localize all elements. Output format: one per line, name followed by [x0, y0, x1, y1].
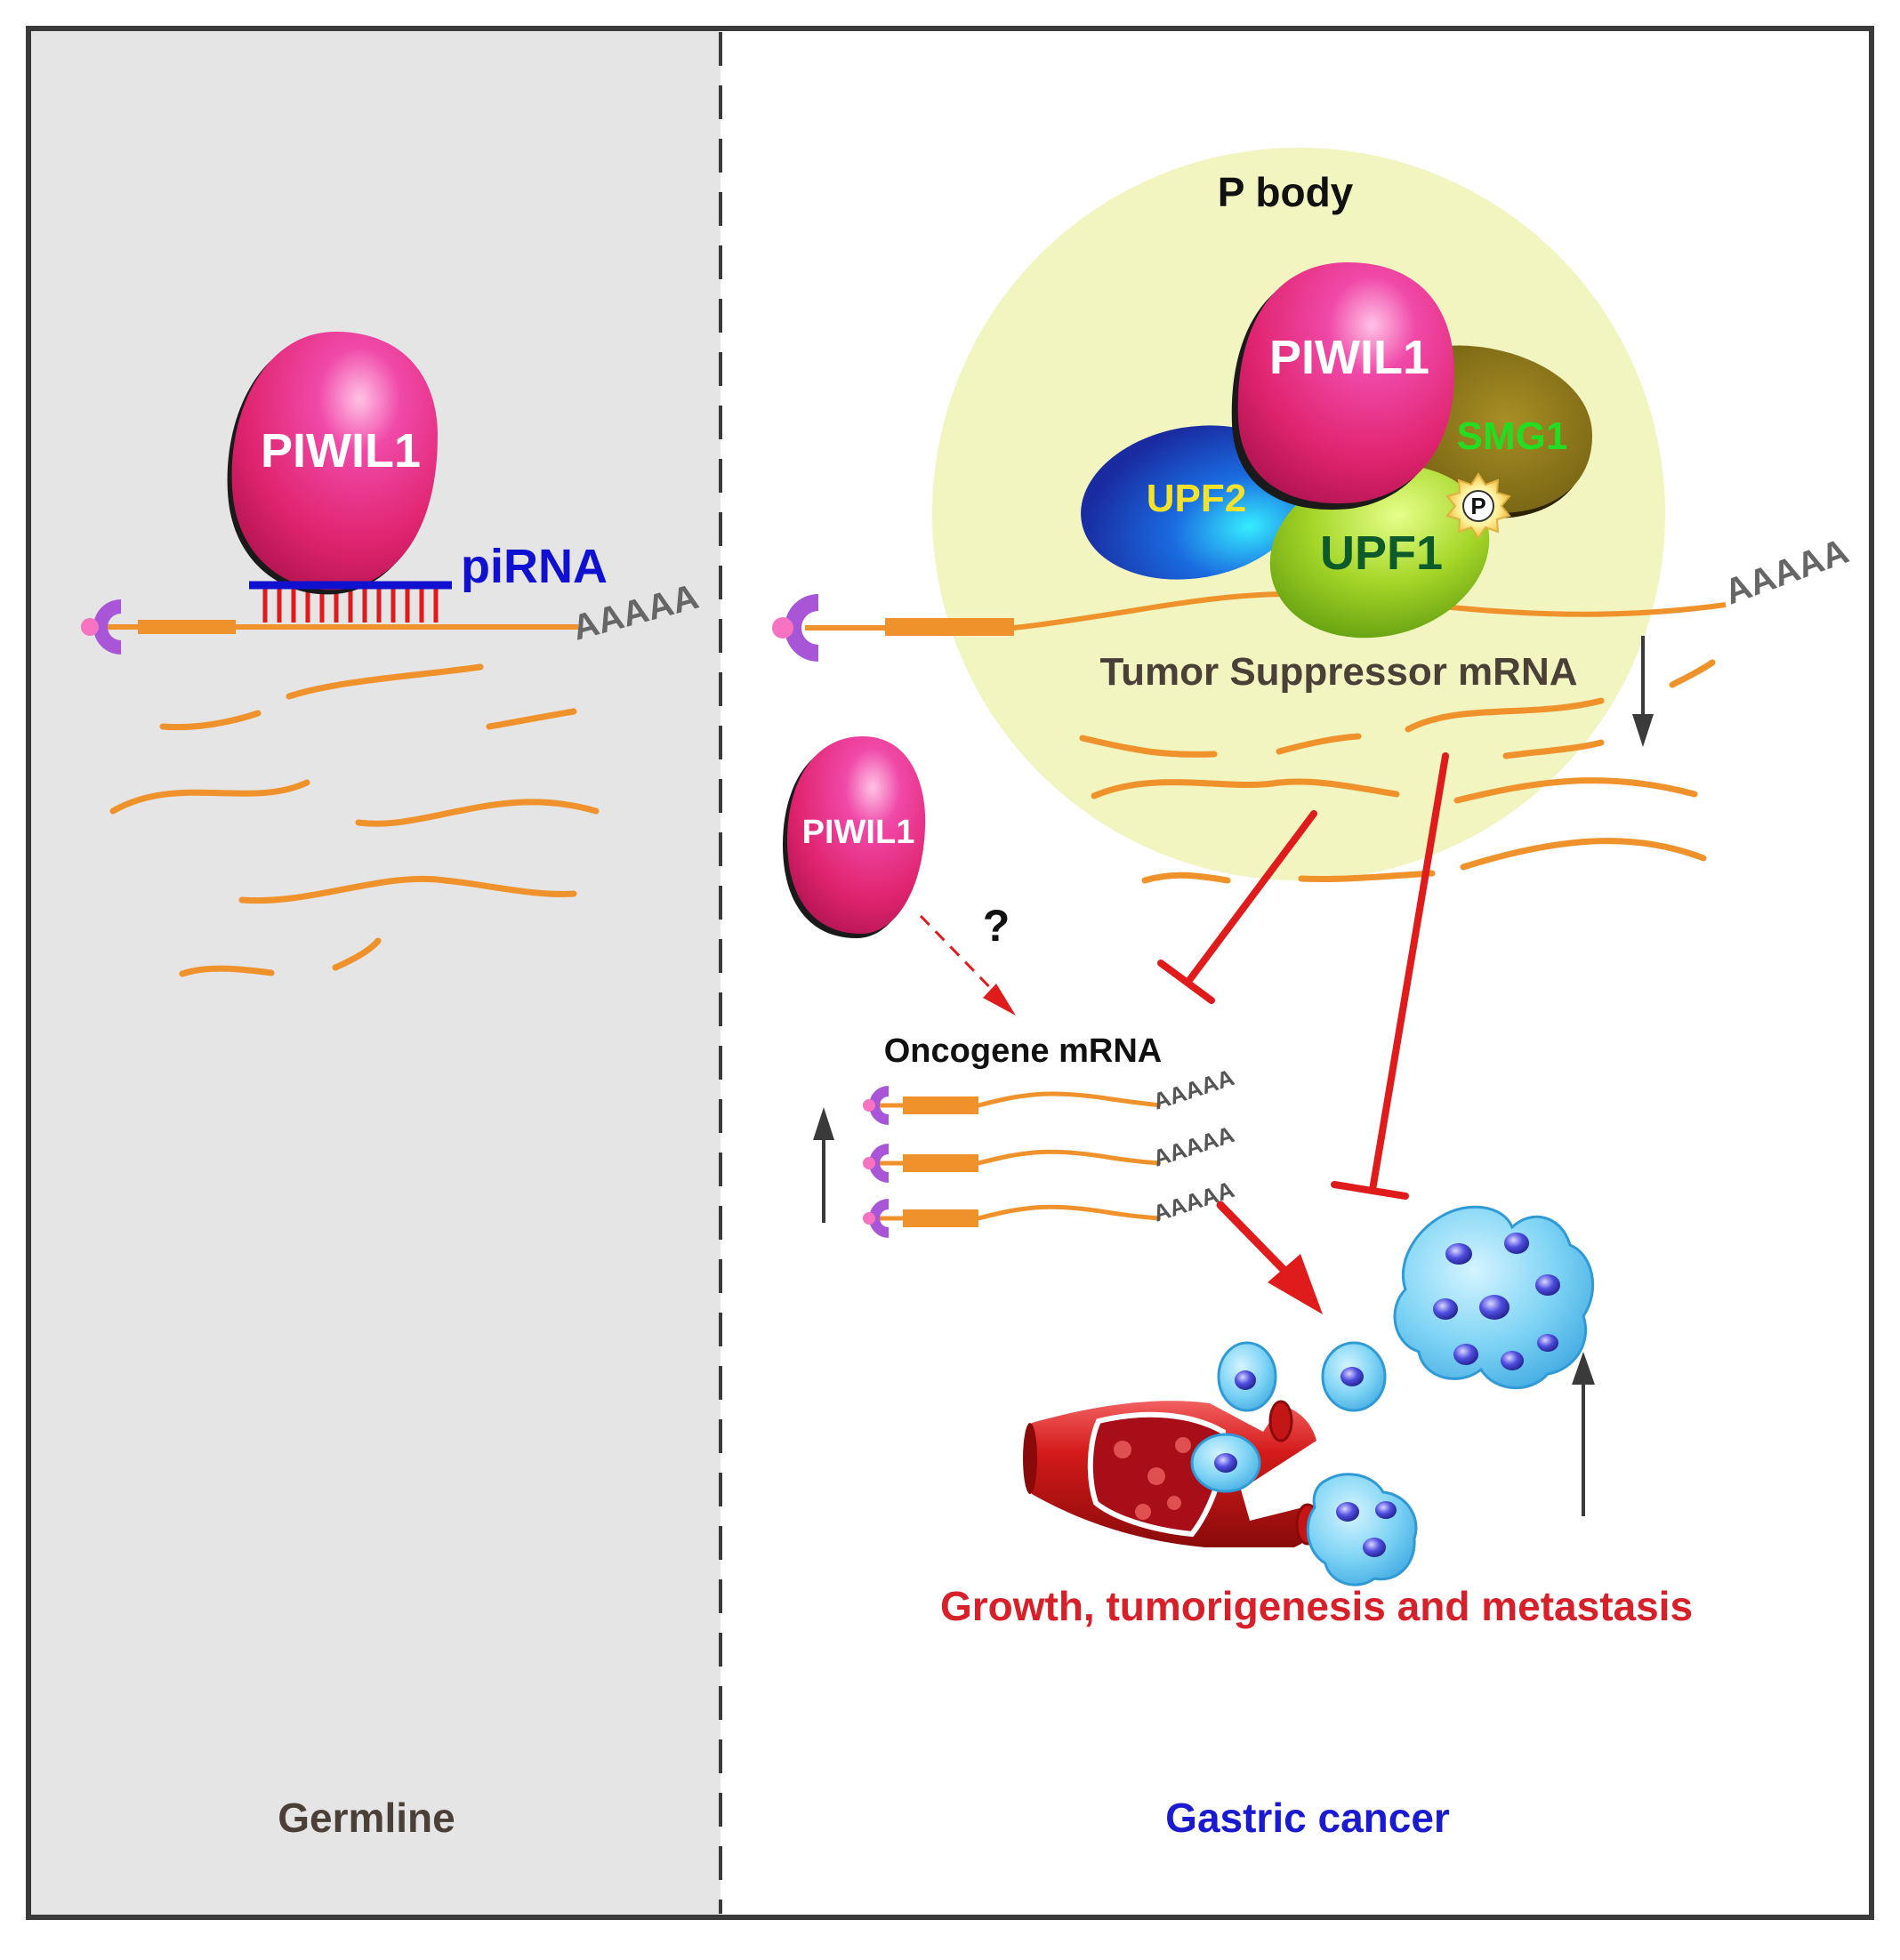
upf2-label: UPF2	[1147, 477, 1246, 520]
oncogene-mrna-label: Oncogene mRNA	[884, 1032, 1162, 1070]
unknown-regulation-arrow	[919, 914, 1016, 1016]
decay-down-arrow	[1632, 636, 1654, 747]
oncogene-mrna-3	[863, 1199, 1161, 1238]
oncogene-mrna-1	[863, 1086, 1161, 1125]
free-piwil1-protein	[783, 736, 926, 938]
tumor-suppressor-mrna-label: Tumor Suppressor mRNA	[1099, 650, 1577, 694]
tumor-suppressor-cap-icon	[785, 594, 818, 662]
germline-pirna-duplex	[262, 589, 439, 623]
germline-mrna	[81, 599, 578, 655]
figure-frame	[26, 26, 1874, 1920]
blood-vessel-icon	[1023, 1400, 1323, 1547]
tumor-suppressor-mrna-cds	[885, 618, 1014, 636]
free-piwil1-label: PIWIL1	[802, 814, 915, 851]
growth-up-arrow	[1572, 1352, 1595, 1516]
oncogene-cap-icon-1	[869, 1086, 889, 1125]
upf1-label: UPF1	[1320, 526, 1443, 580]
cancer-panel-label: Gastric cancer	[1165, 1795, 1450, 1841]
promote-growth-arrow	[1216, 1201, 1323, 1314]
germline-panel-label: Germline	[278, 1795, 455, 1841]
unknown-regulation-question: ?	[983, 901, 1010, 951]
tumor-suppressor-cap-dot-icon	[772, 617, 793, 639]
germline-mrna-cds	[138, 620, 236, 634]
oncogene-cap-icon-3	[869, 1199, 889, 1238]
tumor-suppressor-mrna	[772, 591, 1727, 662]
tumor-cells-icon	[1190, 1205, 1595, 1586]
germline-degraded-mrna-fragments	[109, 663, 600, 977]
germline-cap-icon	[93, 599, 121, 655]
germline-panel	[28, 28, 721, 1917]
smg1-label: SMG1	[1457, 414, 1568, 458]
tumor-suppressor-mrna-fragments	[1079, 659, 1716, 884]
phosphorylation-badge	[1445, 472, 1511, 540]
germline-pirna-label: piRNA	[461, 540, 608, 593]
germline-cap-dot-icon	[81, 618, 99, 636]
oncogene-upregulation-arrow	[813, 1107, 834, 1223]
inhibit-growth-arrow	[1331, 752, 1449, 1200]
germline-piwil1-protein	[227, 332, 438, 595]
pbody-piwil1-protein	[1231, 262, 1454, 510]
inhibit-oncogene-arrow	[1157, 810, 1317, 1004]
phosphorylation-label: P	[1470, 493, 1485, 519]
oncogene-cap-icon-2	[869, 1144, 889, 1183]
germline-piwil1-label: PIWIL1	[261, 424, 421, 478]
oncogene-mrna-2	[863, 1144, 1161, 1183]
pbody-piwil1-label: PIWIL1	[1269, 331, 1429, 384]
p-body-title: P body	[1218, 169, 1354, 215]
outcome-label: Growth, tumorigenesis and metastasis	[940, 1583, 1693, 1629]
